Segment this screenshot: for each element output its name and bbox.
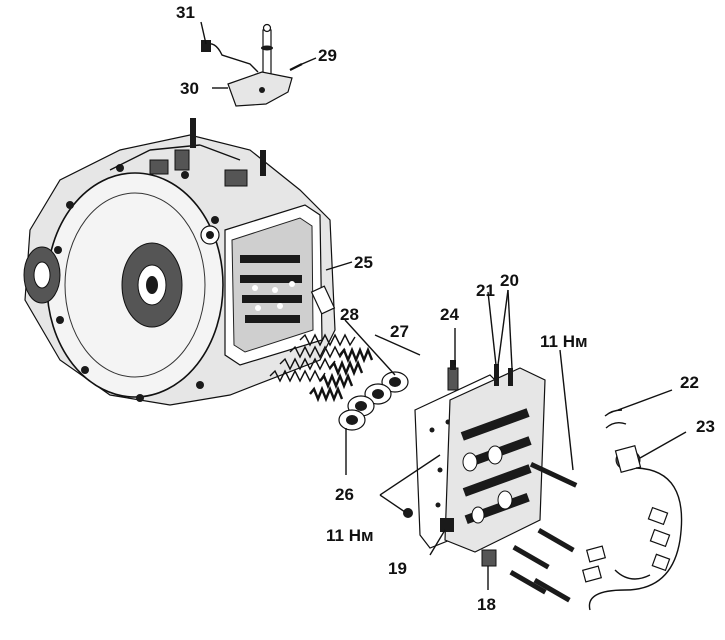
detent-assembly: [201, 23, 303, 107]
callout-25: 25: [354, 253, 373, 272]
callout-22: 22: [680, 373, 699, 392]
callout-21: 21: [476, 281, 495, 300]
torque-label-lower: 11 Нм: [326, 526, 374, 545]
callout-30: 30: [180, 79, 199, 98]
valve-body: [403, 360, 578, 603]
callout-31: 31: [176, 3, 195, 22]
callout-18: 18: [477, 595, 496, 614]
torque-label-upper: 11 Нм: [540, 332, 588, 351]
transaxle-housing: [23, 118, 336, 406]
callout-26: 26: [335, 485, 354, 504]
accumulator-springs: [269, 333, 374, 403]
plug-25: [310, 285, 336, 315]
callout-28: 28: [340, 305, 359, 324]
callout-20: 20: [500, 271, 519, 290]
leader-lines: [200, 21, 687, 590]
callout-27: 27: [390, 322, 409, 341]
callout-29: 29: [318, 46, 337, 65]
callout-24: 24: [440, 305, 459, 324]
callout-23: 23: [696, 417, 715, 436]
accumulator-pistons: [338, 371, 409, 431]
wiring-harness: [581, 409, 683, 611]
callout-19: 19: [388, 559, 407, 578]
